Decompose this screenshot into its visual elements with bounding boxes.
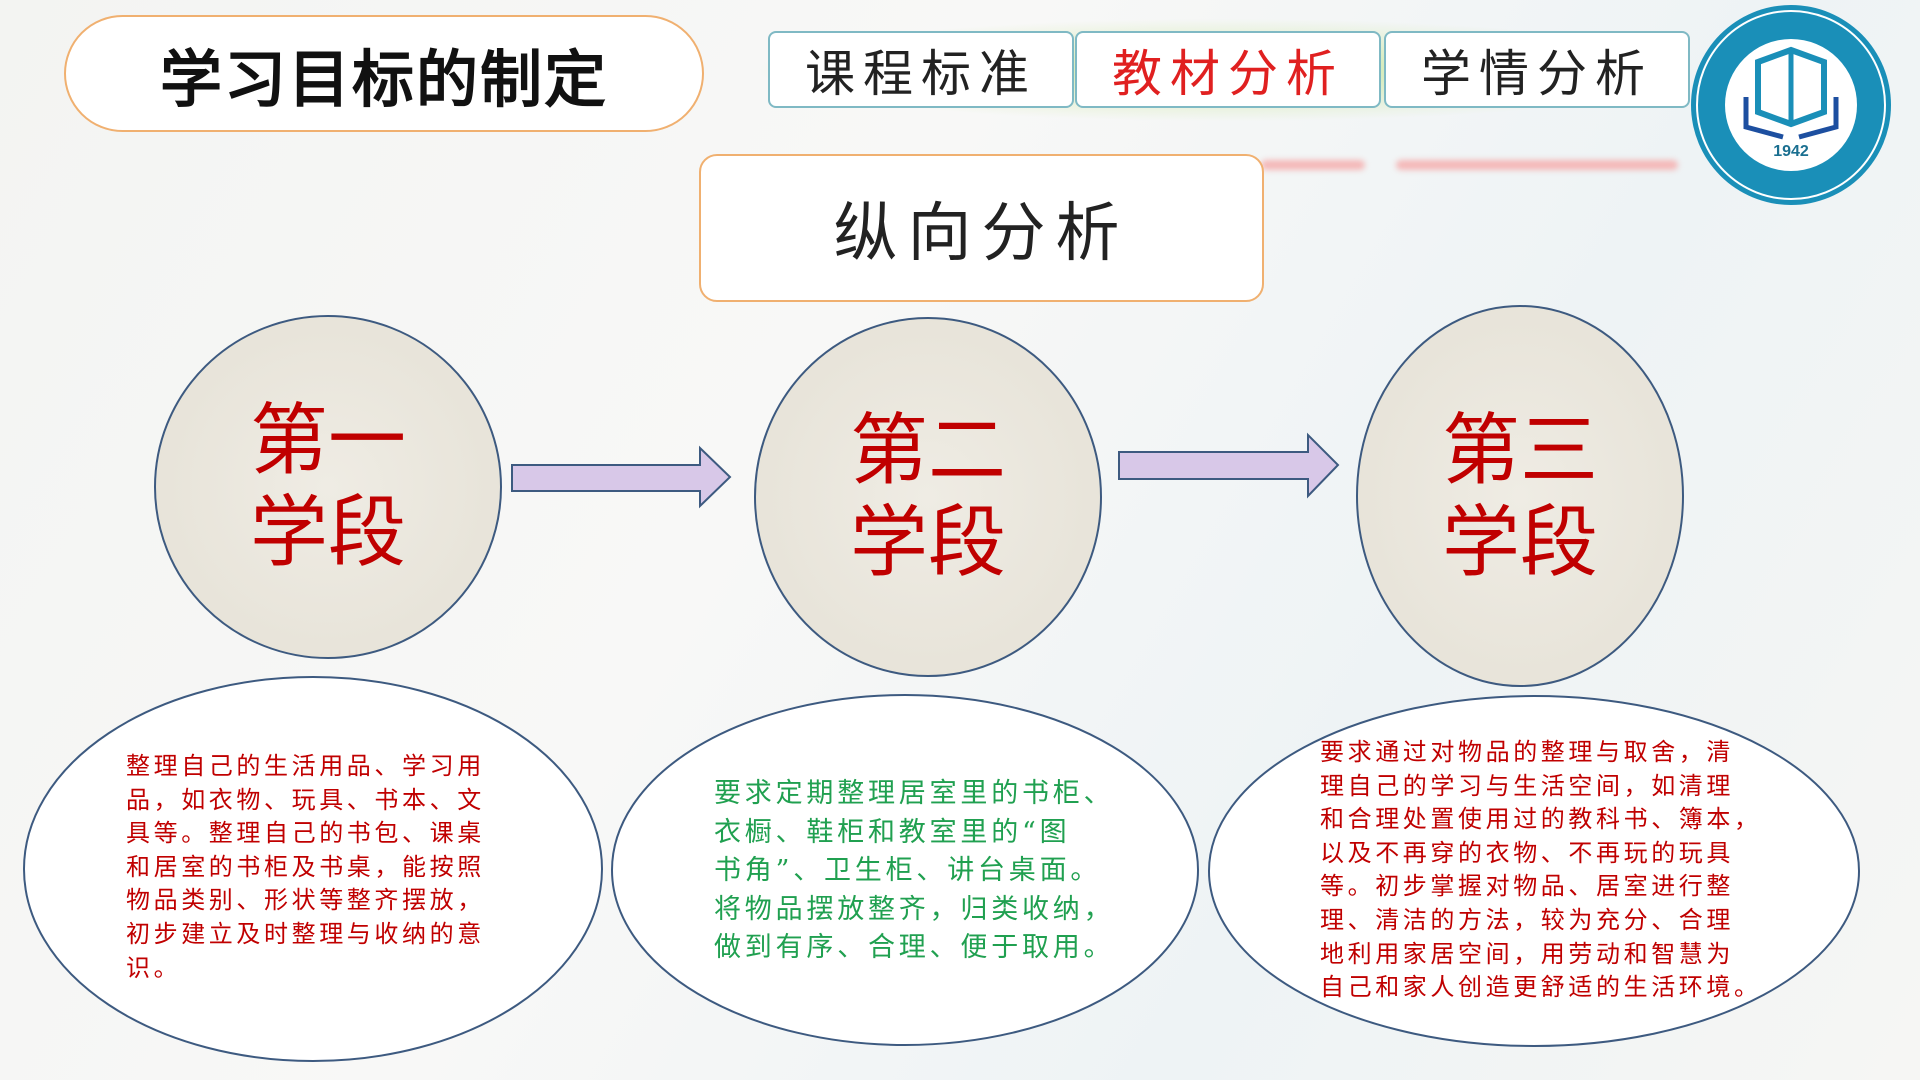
desc-line: 自己和家人创造更舒适的生活环境。 [1320,973,1762,1002]
stage-3-circle [1356,305,1684,687]
stage-2-circle [754,317,1102,677]
desc-line: 理、清洁的方法，较为充分、合理 [1320,905,1734,934]
desc-line: 和居室的书柜及书桌，能按照 [126,852,485,881]
desc-line: 要求通过对物品的整理与取舍，清 [1320,738,1734,766]
arrow-right-icon [511,445,732,509]
stage-1-description: 整理自己的生活用品、学习用 品，如衣物、玩具、书本、文 具等。整理自己的书包、课… [126,750,485,985]
desc-line: 具等。整理自己的书包、课桌 [126,819,485,848]
stage-3-description: 要求通过对物品的整理与取舍，清 理自己的学习与生活空间，如清理 和合理处置使用过… [1320,736,1762,1005]
stage-1-label: 第一 学段 [228,395,428,579]
desc-line: 等。初步掌握对物品、居室进行整 [1320,872,1734,901]
page-title: 学习目标的制定 [64,15,704,132]
desc-line: 衣橱、鞋柜和教室里的“图 [714,816,1071,848]
school-logo: 1942 [1691,5,1891,205]
desc-line: 理自己的学习与生活空间，如清理 [1320,771,1734,800]
stage-1-line2: 学段 [249,488,406,578]
stage-3-line1: 第三 [1441,406,1598,496]
stage-1-line1: 第一 [249,396,406,486]
desc-line: 将物品摆放整齐，归类收纳， [714,893,1115,925]
desc-line: 品，如衣物、玩具、书本、文 [126,785,485,814]
section-subtitle: 纵向分析 [699,154,1264,302]
desc-line: 以及不再穿的衣物、不再玩的玩具 [1320,838,1734,867]
tab-student-analysis[interactable]: 学情分析 [1384,31,1690,108]
stage-3-line2: 学段 [1441,498,1598,588]
stage-3-label: 第三 学段 [1420,405,1620,589]
stage-2-line1: 第二 [849,406,1006,496]
desc-line: 整理自己的生活用品、学习用 [126,752,485,780]
svg-text:1942: 1942 [1773,143,1809,160]
desc-line: 地利用家居空间，用劳动和智慧为 [1320,939,1734,968]
desc-line: 书角”、卫生柜、讲台桌面。 [714,855,1102,887]
desc-line: 识。 [126,953,182,982]
stage-1-desc-bubble [23,676,603,1062]
decorative-bar [1396,160,1678,170]
decorative-bar [1261,160,1365,170]
desc-line: 做到有序、合理、便于取用。 [714,932,1115,964]
desc-line: 物品类别、形状等整齐摆放， [126,886,485,915]
stage-2-label: 第二 学段 [828,405,1028,589]
desc-line: 初步建立及时整理与收纳的意 [126,919,485,948]
stage-2-line2: 学段 [849,498,1006,588]
stage-1-circle [154,315,502,659]
desc-line: 和合理处置使用过的教科书、簿本， [1320,805,1762,834]
stage-3-desc-bubble [1208,695,1860,1047]
tab-textbook-analysis[interactable]: 教材分析 [1075,31,1381,108]
arrow-right-icon [1118,432,1340,499]
desc-line: 要求定期整理居室里的书柜、 [714,778,1115,809]
stage-2-desc-bubble [611,694,1199,1046]
tab-curriculum-standard[interactable]: 课程标准 [768,31,1074,108]
stage-2-description: 要求定期整理居室里的书柜、 衣橱、鞋柜和教室里的“图 书角”、卫生柜、讲台桌面。… [714,775,1114,968]
